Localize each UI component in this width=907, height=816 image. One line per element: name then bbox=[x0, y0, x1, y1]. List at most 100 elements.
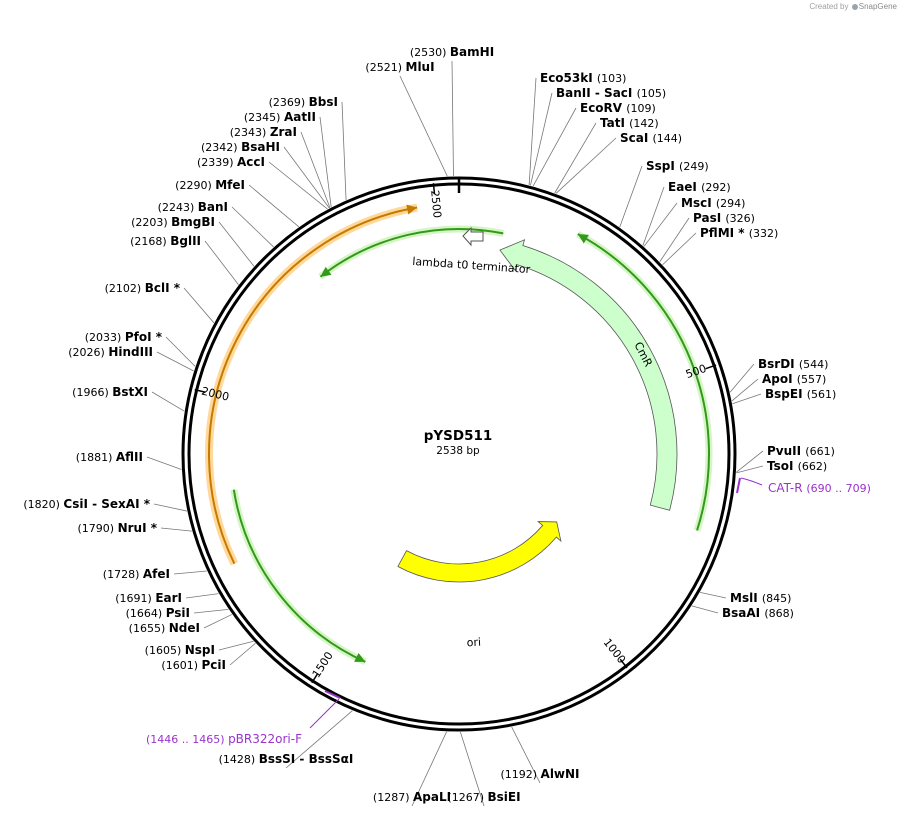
feature-cmr[interactable] bbox=[499, 239, 678, 511]
feature-arrow-top[interactable] bbox=[319, 228, 504, 278]
site-name: BmgBI bbox=[171, 215, 215, 229]
site-leader-line bbox=[283, 146, 330, 209]
site-leader-line bbox=[451, 60, 454, 177]
site-label: (2033) PfoI * bbox=[85, 330, 163, 344]
site-pfoi[interactable]: (2033) PfoI * bbox=[85, 330, 196, 367]
site-bsrdi[interactable]: BsrDI (544) bbox=[729, 357, 828, 393]
feature-ori[interactable] bbox=[397, 521, 562, 583]
site-csii-sexai[interactable]: (1820) CsiI - SexAI * bbox=[23, 497, 188, 512]
feature-arrow-right[interactable] bbox=[577, 233, 710, 531]
site-eco53ki[interactable]: Eco53kI (103) bbox=[528, 71, 626, 186]
site-leader-line bbox=[399, 75, 448, 177]
site-position: (662) bbox=[798, 460, 828, 473]
site-bsiei[interactable]: (1267) BsiEI bbox=[447, 731, 521, 807]
site-bamhi[interactable]: (2530) BamHI bbox=[410, 45, 494, 177]
site-ecorv[interactable]: EcoRV (109) bbox=[532, 101, 656, 187]
site-position: (1728) bbox=[103, 568, 143, 581]
site-leader-line bbox=[528, 77, 537, 186]
site-aflii[interactable]: (1881) AflII bbox=[76, 450, 182, 470]
site-pasi[interactable]: PasI (326) bbox=[659, 211, 755, 262]
site-leader-line bbox=[193, 608, 229, 614]
site-bsssi-bsss-i[interactable]: (1428) BssSI - BssSαI bbox=[219, 710, 354, 769]
site-position: (845) bbox=[762, 592, 792, 605]
feature-label-ori: ori bbox=[466, 636, 481, 650]
site-label: (2345) AatII bbox=[244, 110, 316, 124]
site-eari[interactable]: (1691) EarI bbox=[115, 591, 219, 605]
site-label: (2530) BamHI bbox=[410, 45, 494, 59]
site-label: (1728) AfeI bbox=[103, 567, 170, 581]
plasmid-name[interactable]: pYSD511 bbox=[424, 428, 493, 444]
site-zrai[interactable]: (2343) ZraI bbox=[230, 125, 331, 208]
site-leader-line bbox=[619, 165, 643, 228]
site-bspei[interactable]: BspEI (561) bbox=[732, 387, 836, 405]
site-apali[interactable]: (1287) ApaLI bbox=[373, 731, 451, 807]
site-tsoi[interactable]: TsoI (662) bbox=[736, 459, 828, 474]
site-scai[interactable]: ScaI (144) bbox=[555, 131, 682, 194]
site-tati[interactable]: TatI (142) bbox=[554, 116, 659, 194]
site-position: (868) bbox=[764, 607, 794, 620]
site-nspi[interactable]: (1605) NspI bbox=[145, 640, 254, 657]
ruler-tick bbox=[194, 388, 206, 393]
primer-pbr322ori-f[interactable]: (1446 .. 1465) pBR322ori-F bbox=[146, 690, 341, 746]
site-label: (1881) AflII bbox=[76, 450, 143, 464]
site-name: NdeI bbox=[169, 621, 200, 635]
site-msli[interactable]: MslI (845) bbox=[700, 591, 791, 605]
map-center-label: pYSD511 2538 bp bbox=[424, 428, 493, 457]
site-ndei[interactable]: (1655) NdeI bbox=[129, 614, 233, 635]
site-msci[interactable]: MscI (294) bbox=[643, 196, 745, 247]
terminator-arrow-icon[interactable] bbox=[462, 226, 484, 247]
site-bani[interactable]: (2243) BanI bbox=[158, 200, 274, 248]
site-label: PasI (326) bbox=[693, 211, 755, 225]
site-name: AatII bbox=[284, 110, 316, 124]
site-pflmi[interactable]: PflMI * (332) bbox=[662, 226, 779, 266]
site-label: (1966) BstXI bbox=[72, 385, 148, 399]
site-name: PvuII bbox=[767, 444, 805, 458]
site-nrui[interactable]: (1790) NruI * bbox=[78, 521, 192, 535]
site-bglii[interactable]: (2168) BglII bbox=[130, 234, 239, 285]
site-label: (2243) BanI bbox=[158, 200, 228, 214]
site-apoi[interactable]: ApoI (557) bbox=[731, 372, 826, 402]
site-leader-line bbox=[231, 206, 274, 248]
site-label: BsaAI (868) bbox=[722, 606, 794, 620]
site-label: (1267) BsiEI bbox=[447, 790, 520, 804]
site-sspi[interactable]: SspI (249) bbox=[619, 159, 709, 228]
site-leader-line bbox=[662, 232, 697, 266]
site-bcli[interactable]: (2102) BclI * bbox=[105, 281, 215, 324]
site-leader-line bbox=[229, 642, 256, 666]
site-name: EcoRV bbox=[580, 101, 626, 115]
site-name: MfeI bbox=[215, 178, 245, 192]
site-label: BspEI (561) bbox=[765, 387, 836, 401]
site-position: (1664) bbox=[126, 607, 166, 620]
site-position: (1192) bbox=[500, 768, 540, 781]
site-alwni[interactable]: (1192) AlwNI bbox=[500, 726, 580, 784]
site-acci[interactable]: (2339) AccI bbox=[197, 155, 328, 210]
feature-arrow-left[interactable] bbox=[208, 206, 418, 565]
site-mfei[interactable]: (2290) MfeI bbox=[175, 178, 300, 228]
site-aatii[interactable]: (2345) AatII bbox=[244, 110, 332, 208]
site-pcii[interactable]: (1601) PciI bbox=[161, 642, 256, 672]
site-bmgbi[interactable]: (2203) BmgBI bbox=[131, 215, 255, 267]
primer-cat-r[interactable]: CAT-R (690 .. 709) bbox=[736, 477, 871, 495]
site-position: (661) bbox=[805, 445, 835, 458]
site-bstxi[interactable]: (1966) BstXI bbox=[72, 385, 185, 412]
site-position: (2102) bbox=[105, 282, 145, 295]
site-mlui[interactable]: (2521) MluI bbox=[365, 60, 448, 177]
site-bbsi[interactable]: (2369) BbsI bbox=[269, 95, 347, 200]
site-afei[interactable]: (1728) AfeI bbox=[103, 567, 207, 581]
site-pvuii[interactable]: PvuII (661) bbox=[736, 444, 835, 473]
site-psii[interactable]: (1664) PsiI bbox=[126, 606, 229, 620]
site-bsahi[interactable]: (2342) BsaHI bbox=[201, 140, 330, 209]
site-banii-saci[interactable]: BanII - SacI (105) bbox=[530, 86, 666, 186]
site-bsaai[interactable]: BsaAI (868) bbox=[691, 605, 794, 620]
site-name: PfoI * bbox=[125, 330, 163, 344]
feature-arrow-bottom[interactable] bbox=[232, 489, 366, 663]
primer-bar bbox=[324, 690, 341, 699]
site-position: (2168) bbox=[130, 235, 170, 248]
site-leader-line bbox=[736, 450, 764, 473]
site-name: BamHI bbox=[450, 45, 494, 59]
site-leader-line bbox=[530, 92, 553, 186]
site-hindiii[interactable]: (2026) HindIII bbox=[68, 345, 194, 372]
site-eaei[interactable]: EaeI (292) bbox=[642, 180, 731, 246]
site-position: (1655) bbox=[129, 622, 169, 635]
